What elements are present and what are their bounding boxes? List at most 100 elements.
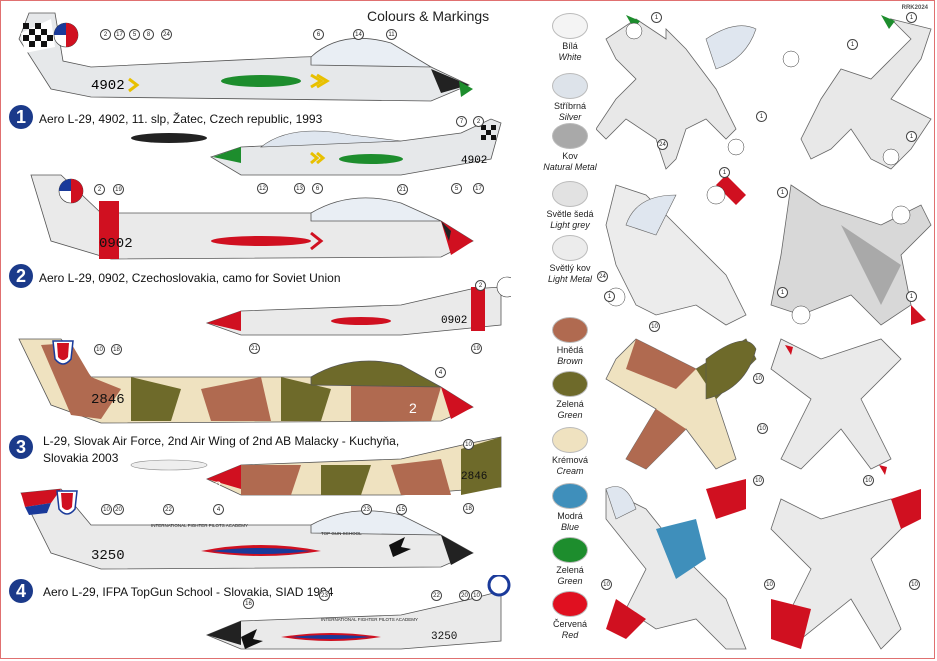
palette-label-cz: Světlý kov: [549, 263, 591, 273]
callout-marker: 24: [597, 271, 608, 282]
callout-marker: 18: [463, 503, 474, 514]
aircraft-3-serial: 2846: [91, 392, 125, 408]
palette-label-en: Light Metal: [547, 274, 593, 284]
palette-label-en: Blue: [560, 522, 579, 532]
callout-marker: 19: [471, 343, 482, 354]
plan-view-4-bottom: [770, 489, 921, 650]
plan-view-3-top: [605, 338, 757, 470]
variant-4-badge: 4: [9, 579, 33, 603]
palette-label-cz: Světle šedá: [546, 209, 594, 219]
aircraft-1-serial: 4902: [91, 78, 125, 94]
callout-marker: 13: [294, 183, 305, 194]
callout-marker: 10: [757, 423, 768, 434]
page-title: Colours & Markings: [367, 8, 490, 24]
palette-label-en: Silver: [558, 112, 582, 122]
callout-marker: 17: [473, 183, 484, 194]
aircraft-3-right-side: 2 2846: [206, 436, 502, 496]
callout-marker: 20: [113, 504, 124, 515]
palette-swatch: [552, 13, 588, 39]
aircraft-2-serial: 0902: [99, 236, 133, 252]
callout-marker: 1: [777, 187, 788, 198]
callout-marker: 14: [353, 29, 364, 40]
palette-label-cz: Zelená: [556, 399, 584, 409]
palette-label-cz: Modrá: [557, 511, 583, 521]
palette-label-en: Cream: [556, 466, 584, 476]
plan-view-3-bottom: [770, 338, 902, 475]
palette-label-cz: Červená: [552, 619, 588, 629]
callout-marker: 22: [163, 504, 174, 515]
aircraft-3-serial-right: 2846: [461, 471, 487, 483]
callout-marker: 11: [386, 29, 397, 40]
palette-swatch: [552, 537, 588, 563]
palette-label-cz: Bílá: [562, 41, 578, 51]
palette-label-en: Light grey: [550, 220, 590, 230]
palette-label-cz: Stříbrná: [553, 101, 586, 111]
aircraft-2-right-side: 0902: [205, 276, 511, 336]
aircraft-3-nose-number-right: 2: [215, 480, 221, 492]
callout-marker: 23: [361, 504, 372, 515]
palette-label-en: Brown: [557, 356, 583, 366]
callout-marker: 10: [764, 579, 775, 590]
palette-swatch: [552, 181, 588, 207]
variant-2-caption: Aero L-29, 0902, Czechoslovakia, camo fo…: [39, 271, 341, 285]
callout-marker: 16: [243, 598, 254, 609]
callout-marker: 1: [604, 291, 615, 302]
sheet-code: RRK2024: [901, 5, 928, 11]
palette-label-cz: Krémová: [551, 455, 588, 465]
aircraft-4-serial: 3250: [91, 548, 125, 564]
palette-swatch: [552, 317, 588, 343]
callout-marker: 20: [459, 590, 470, 601]
palette-label-en: Green: [557, 410, 583, 420]
plan-view-1-bottom: [782, 15, 932, 170]
callout-marker: 1: [847, 39, 858, 50]
callout-marker: 10: [753, 475, 764, 486]
callout-marker: 24: [161, 29, 172, 40]
palette-swatch: [552, 73, 588, 99]
callout-marker: 1: [719, 167, 730, 178]
palette-swatch: [552, 235, 588, 261]
callout-marker: 10: [94, 344, 105, 355]
palette-swatch: [552, 427, 588, 453]
variant-2-badge: 2: [9, 264, 33, 288]
palette-swatch: [552, 371, 588, 397]
callout-marker: 10: [753, 373, 764, 384]
plan-view-2-bottom: [770, 184, 932, 326]
callout-marker: 24: [657, 139, 668, 150]
callout-marker: 10: [101, 504, 112, 515]
aircraft-3-left-side: 2846 2: [18, 338, 474, 424]
callout-marker: 2: [94, 184, 105, 195]
palette-label-en: Natural Metal: [543, 162, 597, 172]
palette-swatch: [552, 591, 588, 617]
callout-marker: 1: [906, 12, 917, 23]
callout-marker: 5: [451, 183, 462, 194]
plan-view-4-top: [605, 479, 747, 650]
plan-view-2-top: [605, 175, 747, 326]
palette-label-en: White: [558, 52, 582, 62]
aircraft-2-left-side: 0902: [30, 174, 474, 260]
aircraft-4-topgun-text: TOP GUN SCHOOL: [321, 531, 362, 536]
plan-view-1-top: [596, 15, 757, 170]
variant-4-caption: Aero L-29, IFPA TopGun School - Slovakia…: [43, 585, 334, 599]
callout-marker: 21: [397, 184, 408, 195]
palette-label-en: Green: [557, 576, 583, 586]
callout-marker: 4: [213, 504, 224, 515]
drop-tank-3: [130, 459, 208, 471]
palette-label-cz: Zelená: [556, 565, 584, 575]
aircraft-4-left-side: INTERNATIONAL FIGHTER PILOTS ACADEMY TOP…: [20, 488, 474, 570]
callout-marker: 10: [471, 590, 482, 601]
callout-marker: 23: [319, 590, 330, 601]
callout-marker: 2: [473, 116, 484, 127]
aircraft-4-right-side: INTERNATIONAL FIGHTER PILOTS ACADEMY 325…: [205, 575, 511, 650]
callout-marker: 5: [129, 29, 140, 40]
aircraft-4-ifpa-text-right: INTERNATIONAL FIGHTER PILOTS ACADEMY: [321, 617, 418, 622]
callout-marker: 2: [475, 280, 486, 291]
aircraft-2-serial-right: 0902: [441, 315, 467, 327]
